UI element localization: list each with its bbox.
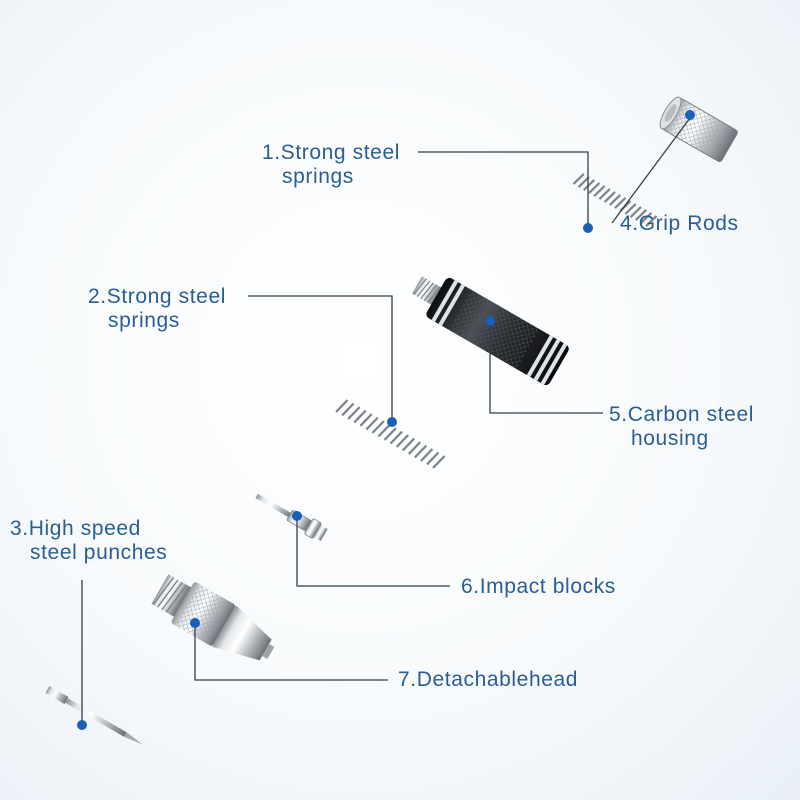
callout-2-line-2: springs xyxy=(108,309,180,332)
marker-dot-3 xyxy=(77,720,87,730)
grip-rod-part xyxy=(659,96,738,162)
upper-spring-part xyxy=(572,173,658,227)
leader-lines xyxy=(81,117,691,722)
marker-dots xyxy=(77,110,695,730)
marker-dot-6 xyxy=(292,511,302,521)
callout-4-grip-rods: 4.Grip Rods xyxy=(620,212,739,236)
callout-3-line-2: steel punches xyxy=(30,541,168,564)
impact-block-part xyxy=(255,493,328,542)
carbon-steel-housing-part xyxy=(412,276,569,386)
punch-pin-part xyxy=(45,686,143,745)
marker-dot-4 xyxy=(685,110,695,120)
marker-dot-5 xyxy=(485,316,495,326)
callout-2-line-1: 2.Strong steel xyxy=(88,285,226,308)
callout-5-carbon-steel-housing: 5.Carbon steel housing xyxy=(609,403,754,451)
lower-spring-part xyxy=(335,399,446,469)
callout-4-line-1: 4.Grip Rods xyxy=(620,212,739,235)
marker-dot-1 xyxy=(583,223,593,233)
callout-6-impact-blocks: 6.Impact blocks xyxy=(461,575,616,599)
callout-1-line-2: springs xyxy=(282,165,354,188)
callout-1-strong-steel-springs: 1.Strong steel springs xyxy=(262,141,400,189)
callout-3-high-speed-steel-punches: 3.High speed steel punches xyxy=(10,517,167,565)
callout-7-line-1: 7.Detachablehead xyxy=(398,668,579,691)
marker-dot-7 xyxy=(190,618,200,628)
callout-2-strong-steel-springs: 2.Strong steel springs xyxy=(88,285,226,333)
callout-7-detachable-head: 7.Detachablehead xyxy=(398,668,578,692)
callout-5-line-2: housing xyxy=(631,427,709,450)
callout-3-line-1: 3.High speed xyxy=(10,517,141,540)
marker-dot-2 xyxy=(387,417,397,427)
callout-1-line-1: 1.Strong steel xyxy=(262,141,400,164)
callout-5-line-1: 5.Carbon steel xyxy=(609,403,754,426)
callout-6-line-1: 6.Impact blocks xyxy=(461,575,616,598)
detachable-head-part xyxy=(151,574,275,661)
